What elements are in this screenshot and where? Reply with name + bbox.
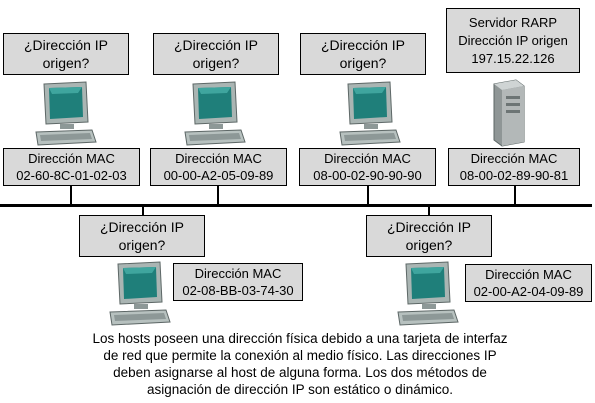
ip-label-line: ¿Dirección IP bbox=[23, 37, 109, 53]
mac-label: Dirección MAC bbox=[175, 151, 262, 166]
caption: Los hosts poseen una dirección física de… bbox=[20, 330, 580, 398]
mac-value: 08-00-02-90-90-90 bbox=[313, 168, 422, 183]
computer-icon bbox=[35, 81, 97, 146]
mac-label: Dirección MAC bbox=[28, 151, 115, 166]
mac-box-1: Dirección MAC 02-60-8C-01-02-03 bbox=[3, 148, 140, 186]
caption-line: de red que permite la conexión al medio … bbox=[103, 348, 497, 363]
computer-icon bbox=[109, 261, 171, 326]
bus-drop bbox=[428, 206, 430, 216]
computer-icon bbox=[339, 81, 401, 146]
mac-label: Dirección MAC bbox=[485, 267, 572, 282]
network-bus bbox=[0, 204, 592, 207]
ip-label-line: ¿Dirección IP bbox=[320, 37, 406, 53]
mac-box-server: Dirección MAC 08-00-02-89-90-81 bbox=[448, 148, 580, 186]
ip-origin-box-4: ¿Dirección IP origen? bbox=[79, 215, 205, 257]
ip-origin-box-2: ¿Dirección IP origen? bbox=[153, 33, 279, 75]
mac-label: Dirección MAC bbox=[470, 151, 558, 166]
ip-origin-box-1: ¿Dirección IP origen? bbox=[3, 33, 129, 75]
mac-value: 00-00-A2-05-09-89 bbox=[163, 168, 274, 183]
server-icon bbox=[493, 79, 525, 147]
caption-line: deben asignarse al host de alguna forma.… bbox=[113, 365, 487, 380]
caption-line: Los hosts poseen una dirección física de… bbox=[92, 331, 508, 346]
ip-label-line: ¿Dirección IP bbox=[173, 37, 259, 53]
mac-value: 08-00-02-89-90-81 bbox=[459, 168, 569, 183]
mac-box-3: Dirección MAC 08-00-02-90-90-90 bbox=[299, 148, 436, 186]
mac-label: Dirección MAC bbox=[194, 266, 282, 281]
ip-label-line: origen? bbox=[118, 237, 166, 253]
computer-icon bbox=[184, 81, 246, 146]
bus-drop bbox=[514, 186, 516, 205]
mac-value: 02-08-BB-03-74-30 bbox=[182, 283, 294, 298]
ip-label-line: ¿Dirección IP bbox=[386, 219, 472, 235]
ip-label-line: origen? bbox=[339, 55, 387, 71]
ip-label-line: origen? bbox=[192, 55, 240, 71]
bus-drop bbox=[70, 186, 72, 205]
ip-label-line: origen? bbox=[42, 55, 90, 71]
ip-label-line: origen? bbox=[405, 237, 453, 253]
bus-drop bbox=[142, 206, 144, 216]
mac-box-5: Dirección MAC 02-00-A2-04-09-89 bbox=[465, 264, 592, 302]
caption-line: asignación de dirección IP son estático … bbox=[147, 382, 453, 397]
ip-origin-box-5: ¿Dirección IP origen? bbox=[366, 215, 492, 257]
server-ip-label: Dirección IP origen bbox=[458, 32, 568, 48]
mac-value: 02-00-A2-04-09-89 bbox=[473, 284, 584, 299]
bus-drop bbox=[367, 186, 369, 205]
mac-label: Dirección MAC bbox=[324, 151, 411, 166]
ip-label-line: ¿Dirección IP bbox=[99, 219, 185, 235]
computer-icon bbox=[397, 261, 459, 326]
mac-value: 02-60-8C-01-02-03 bbox=[16, 168, 127, 183]
server-title: Servidor RARP bbox=[468, 14, 558, 30]
server-ip-value: 197.15.22.126 bbox=[471, 50, 555, 66]
mac-box-4: Dirección MAC 02-08-BB-03-74-30 bbox=[173, 263, 303, 301]
mac-box-2: Dirección MAC 00-00-A2-05-09-89 bbox=[150, 148, 287, 186]
rarp-server-box: Servidor RARP Dirección IP origen 197.15… bbox=[446, 8, 580, 73]
ip-origin-box-3: ¿Dirección IP origen? bbox=[300, 33, 426, 75]
bus-drop bbox=[217, 186, 219, 205]
